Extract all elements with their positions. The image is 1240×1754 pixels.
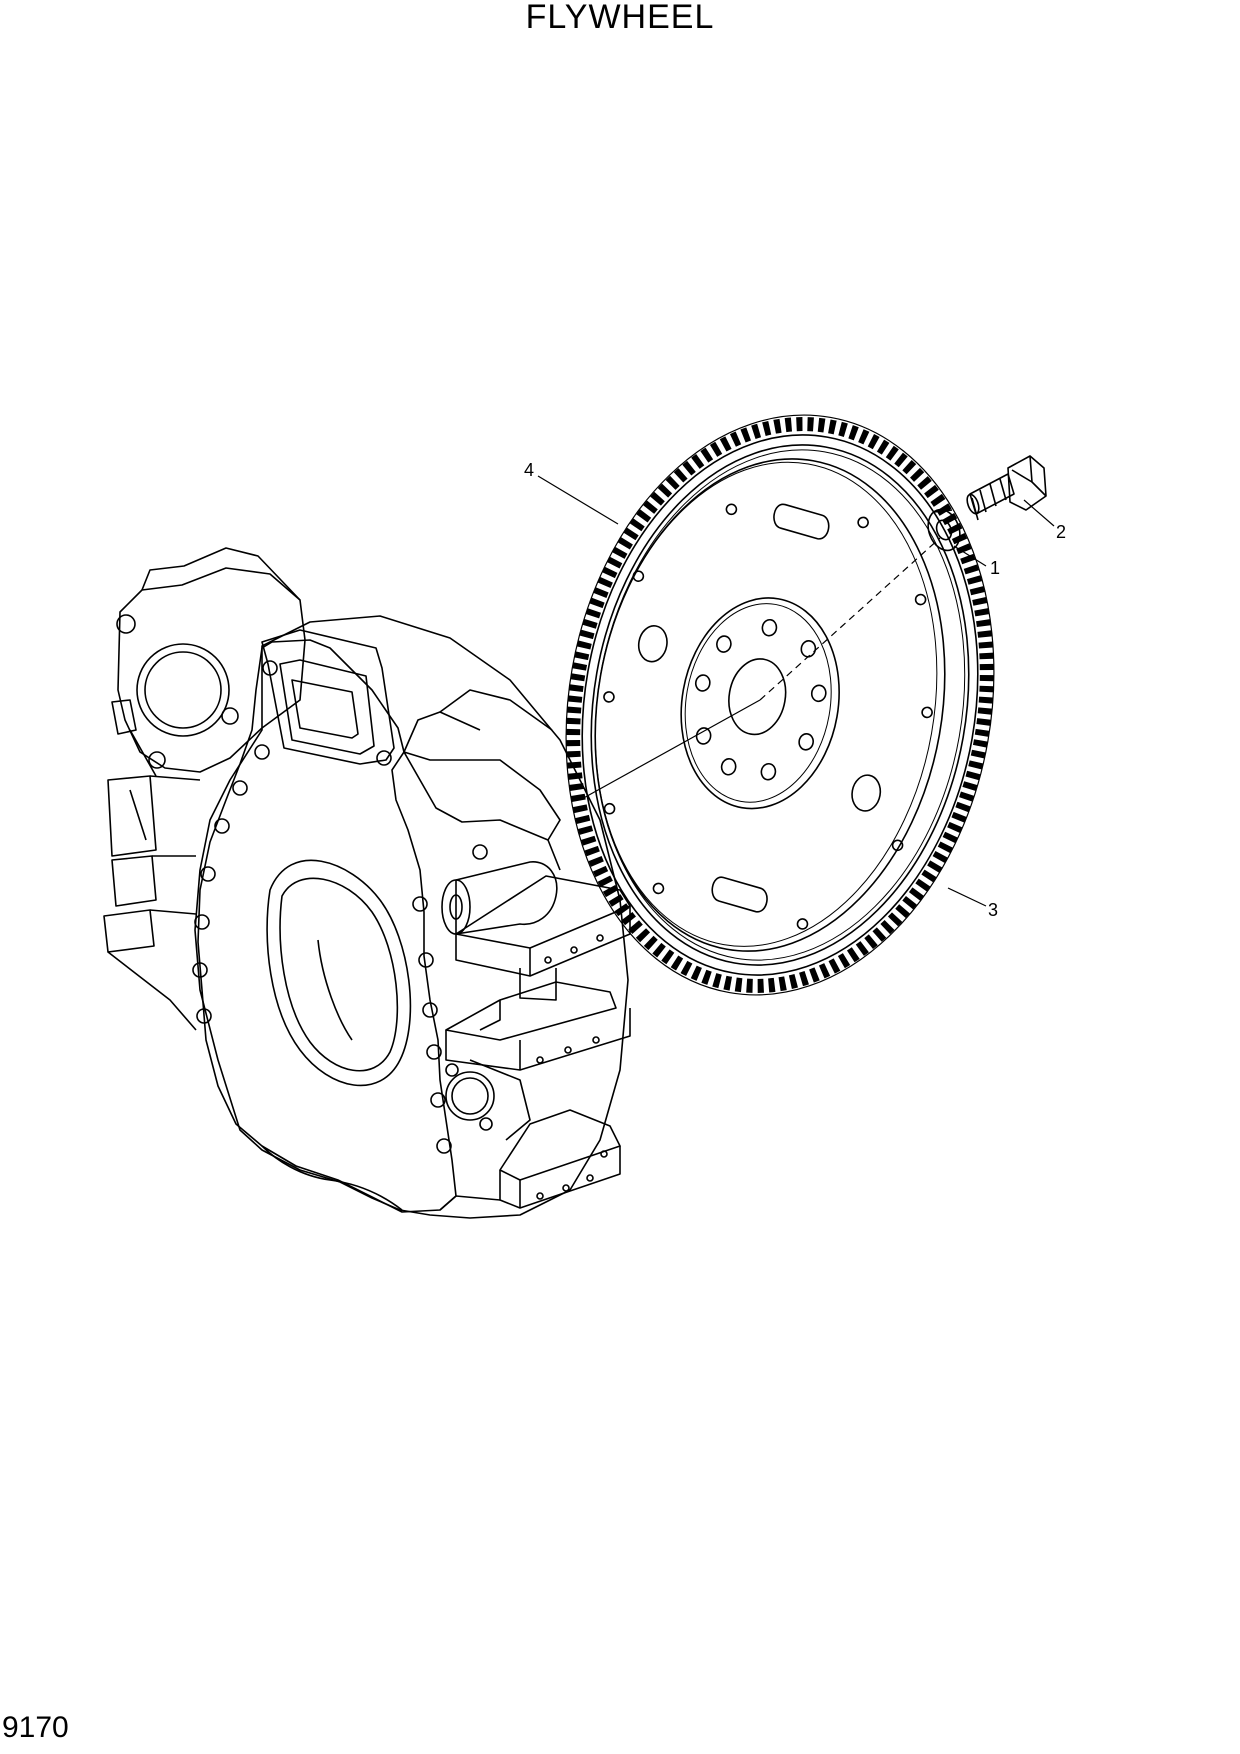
mounting-pad-upper [455,875,631,1001]
shaft-centerline [579,699,761,801]
flywheel-disc [594,458,946,952]
page-title: FLYWHEEL [525,0,715,36]
callout-4: 4 [524,460,534,480]
mounting-pad-lower [499,1109,621,1209]
ring-gear [565,414,995,996]
callout-2: 2 [1056,522,1066,542]
bolt-axis-dashed [759,537,941,701]
callout-leaders [537,475,1055,907]
callout-1: 1 [990,558,1000,578]
page-number: 9170 [2,1711,69,1744]
washer [927,508,961,552]
callout-3: 3 [988,900,998,920]
bolt [966,455,1047,521]
mounting-pad-middle [445,981,631,1071]
flywheel-housing [103,547,631,1219]
